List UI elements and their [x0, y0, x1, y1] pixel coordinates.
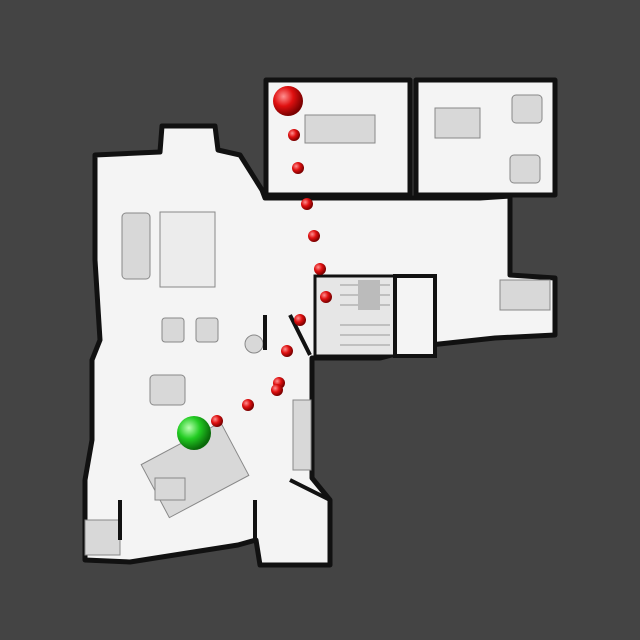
furniture — [84, 94, 551, 556]
path-markers — [211, 86, 332, 427]
path-point — [294, 314, 306, 326]
interior-walls — [118, 314, 331, 540]
counter — [292, 399, 312, 471]
path-point — [242, 399, 254, 411]
dining-set — [149, 374, 186, 406]
chair — [511, 94, 543, 124]
path-point — [288, 129, 300, 141]
path-point — [271, 384, 283, 396]
bathroom-fixture — [499, 279, 551, 311]
goal-marker — [177, 416, 211, 450]
side-table — [244, 334, 264, 354]
path-point — [314, 263, 326, 275]
path-point — [211, 415, 223, 427]
chair — [509, 154, 541, 184]
stairwell — [313, 274, 437, 358]
armchair — [195, 317, 219, 343]
dining-table — [304, 114, 376, 144]
coffee-table — [159, 211, 216, 288]
start-marker — [273, 86, 303, 116]
stove — [154, 477, 186, 501]
path-point — [301, 198, 313, 210]
armchair — [161, 317, 185, 343]
bench — [84, 519, 121, 556]
path-point — [281, 345, 293, 357]
path-point — [292, 162, 304, 174]
path-point — [308, 230, 320, 242]
desk — [434, 107, 481, 139]
path-point — [320, 291, 332, 303]
sofa — [121, 212, 151, 280]
